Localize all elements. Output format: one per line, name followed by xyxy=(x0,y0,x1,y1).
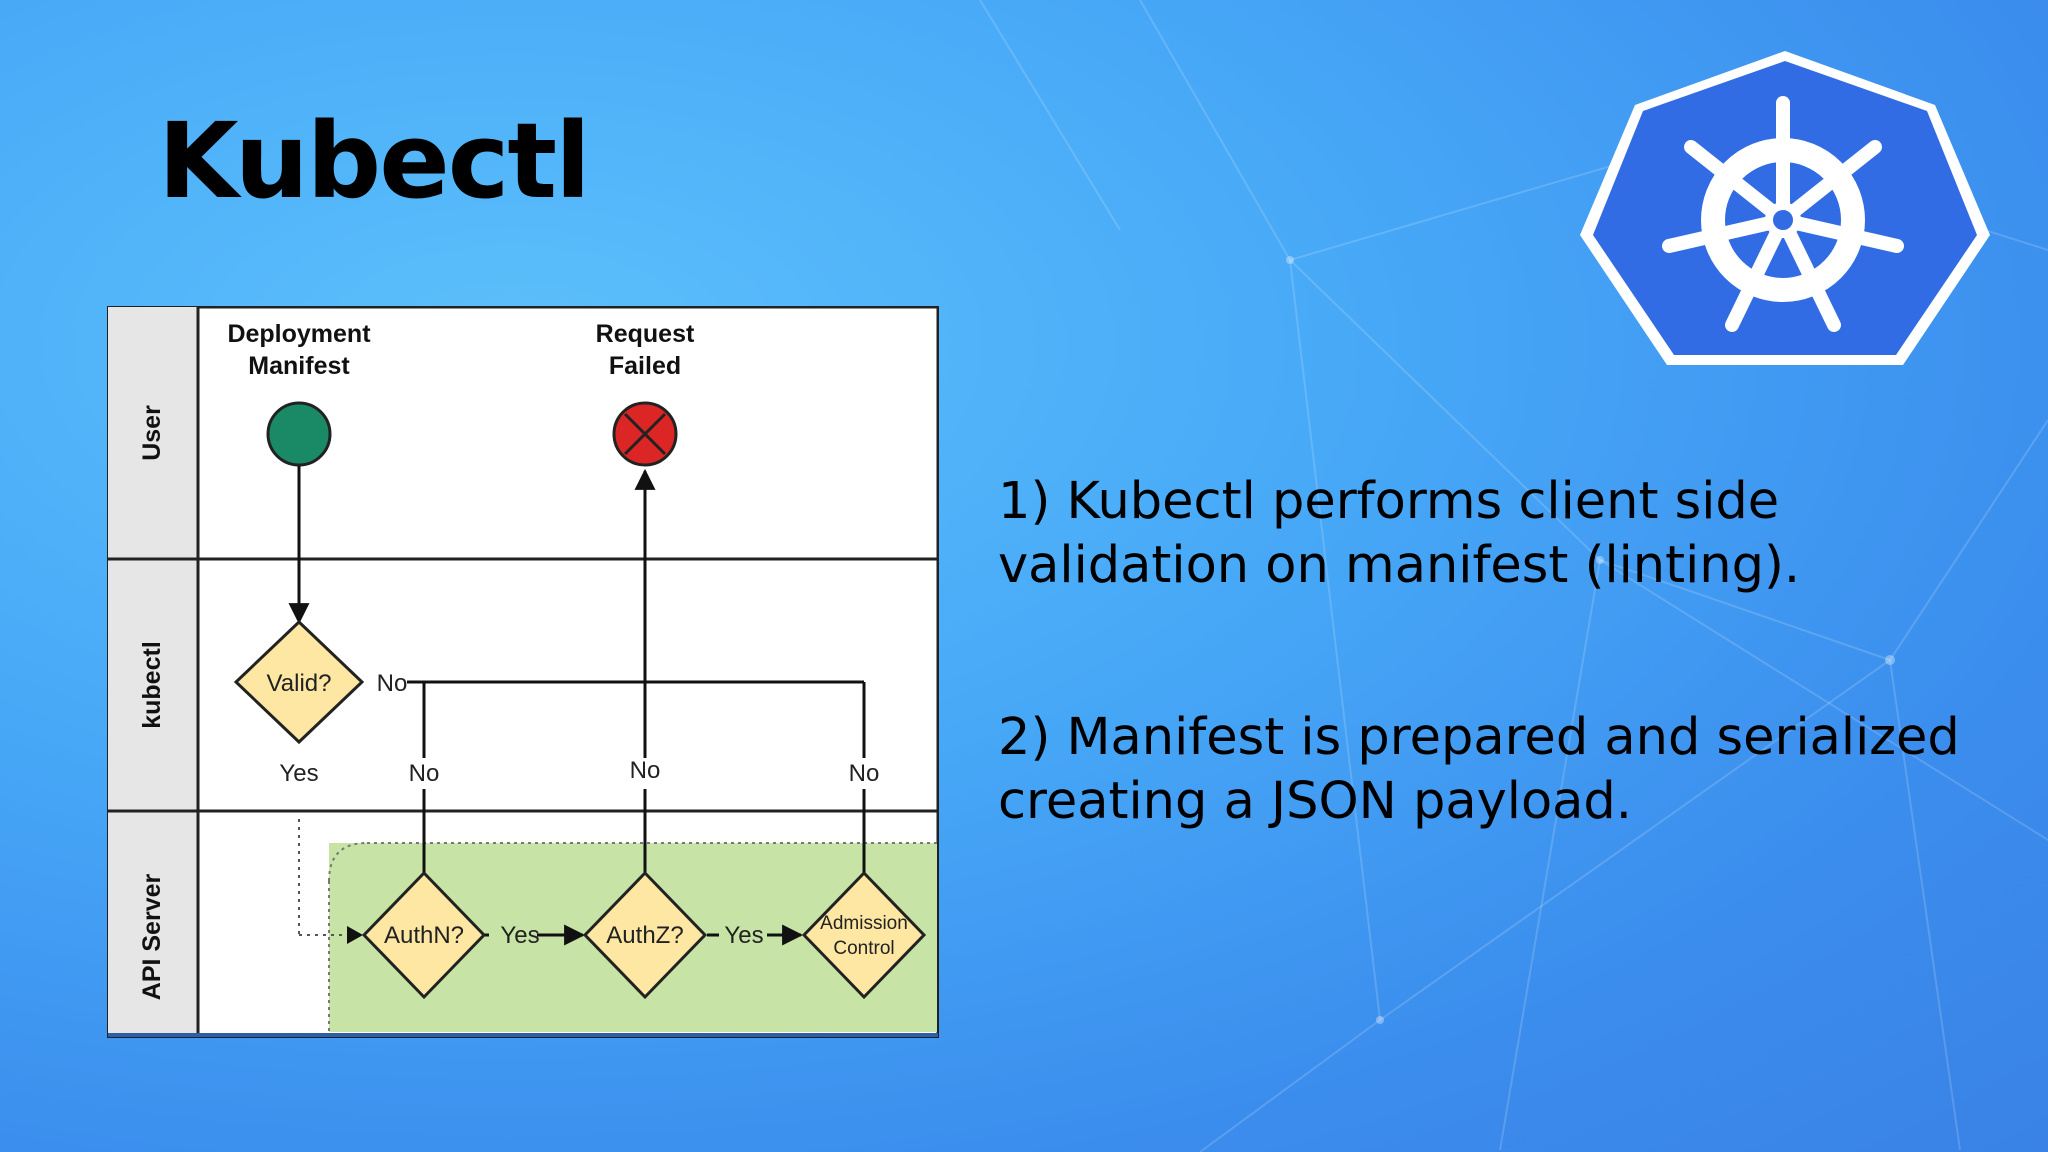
start-label-line2: Manifest xyxy=(248,352,350,380)
svg-text:Admission: Admission xyxy=(820,913,908,934)
point-client-validation: 1) Kubectl performs client side validati… xyxy=(998,472,1801,595)
authz-no-label: No xyxy=(630,757,661,784)
end-label-line2: Failed xyxy=(609,352,681,380)
start-label-line1: Deployment xyxy=(227,320,371,348)
lane-kubectl: kubectl xyxy=(138,641,166,729)
authz-decision: AuthZ? xyxy=(582,870,708,1000)
valid-yes-label: Yes xyxy=(279,760,318,787)
helm-wheel-icon xyxy=(1662,96,1904,332)
bullet-points: 1) Kubectl performs client side validati… xyxy=(998,470,1998,834)
request-failed-node xyxy=(612,401,678,467)
swimlane-flowchart: User kubectl API Server Deployment Manif… xyxy=(107,306,939,1038)
start-node xyxy=(266,401,332,467)
svg-text:Control: Control xyxy=(833,938,894,959)
admission-control-decision: Admission Control xyxy=(801,870,927,1000)
slide-title: Kubectl xyxy=(158,100,591,222)
point-json-payload: 2) Manifest is prepared and serialized c… xyxy=(998,708,1960,831)
authn-yes-label: Yes xyxy=(500,922,539,949)
admission-no-label: No xyxy=(849,760,880,787)
authz-yes-label: Yes xyxy=(724,922,763,949)
end-label-line1: Request xyxy=(596,320,695,348)
svg-text:Valid?: Valid? xyxy=(267,670,332,697)
svg-text:AuthN?: AuthN? xyxy=(384,922,464,949)
valid-decision: Valid? xyxy=(233,619,365,745)
lane-header-column xyxy=(108,307,198,1037)
kubernetes-logo xyxy=(1580,51,1990,365)
valid-no-label: No xyxy=(377,670,408,697)
lane-api-server: API Server xyxy=(138,873,166,1000)
authn-decision: AuthN? xyxy=(361,870,487,1000)
authn-no-label: No xyxy=(409,760,440,787)
svg-text:AuthZ?: AuthZ? xyxy=(606,922,683,949)
lane-user: User xyxy=(138,405,166,461)
